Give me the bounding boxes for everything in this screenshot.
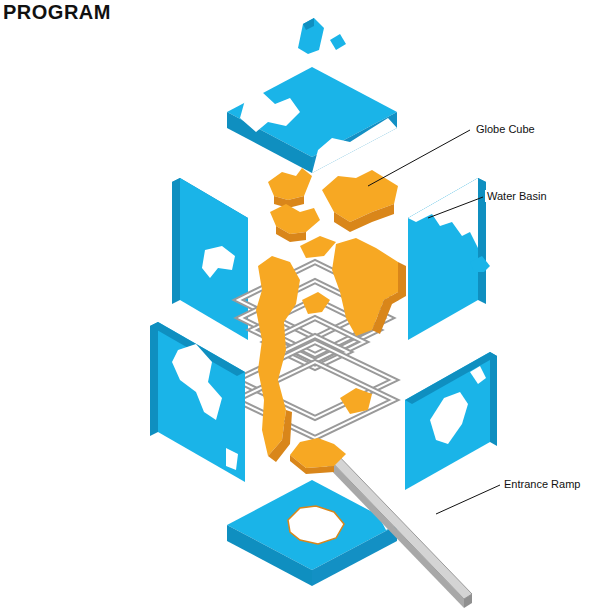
wall-face [180,178,248,340]
continent-piece [302,292,330,314]
ramp-loop-inner [236,342,394,418]
ramp-end [464,594,472,608]
ramp-side [325,455,464,608]
left-front-wall [150,322,245,482]
continent-piece [268,168,312,200]
wall-side [150,322,158,436]
leader-lines [368,130,500,514]
callout-label: Entrance Ramp [502,478,582,490]
continent-side [334,204,394,232]
continent-piece [340,388,372,414]
wall-side [172,178,180,304]
continent-side [372,262,406,334]
leader-line [368,130,470,186]
slab-top [227,67,397,157]
coast-cutout [408,178,478,248]
ramp-top [325,450,472,599]
leader-line [436,485,500,514]
continent-piece [256,256,300,456]
continent-cutout [470,366,486,384]
wall-face [408,178,478,340]
right-front-wall [405,352,497,490]
continent-side [276,226,306,242]
continent-cutout [312,118,397,173]
continent-cutout [202,246,235,278]
continent-cutout [240,92,300,132]
entrance-piece-side [290,455,334,474]
wall-face [405,352,490,490]
callout-label: Water Basin [485,190,549,202]
entrance-ramp [290,438,472,608]
island-block [470,256,490,272]
slab-side [312,112,397,173]
ramp-loop [236,342,394,418]
continent-piece [300,236,336,258]
callout-label: Globe Cube [474,123,537,135]
island-block [330,34,346,50]
continent-cutout [226,448,238,470]
island-block [298,18,324,54]
continent-cutout [430,392,468,444]
continent-piece [332,238,398,336]
basin-opening [288,506,344,544]
right-back-wall [408,178,490,340]
wall-side [490,352,497,446]
top-slab [227,18,397,173]
left-back-wall [172,178,248,340]
island-side [303,18,314,30]
continent-cutout [172,344,222,420]
diagram-title: PROGRAM [3,1,111,24]
leader-line [428,197,483,218]
globe-pieces [256,168,406,462]
continent-side [268,410,292,462]
wall-face [158,322,245,482]
